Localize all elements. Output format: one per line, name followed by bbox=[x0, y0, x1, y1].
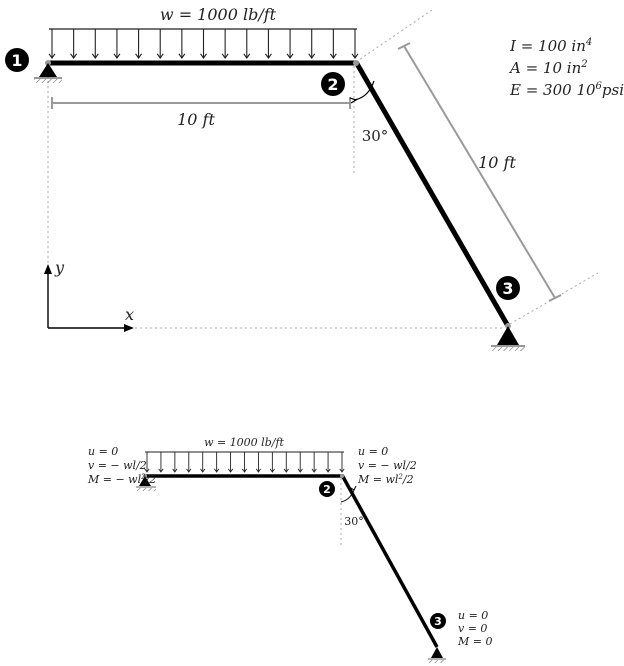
load-arrow-head bbox=[144, 468, 150, 473]
bottom-angle-label: 30° bbox=[344, 515, 364, 528]
prop-modulus: E = 300 106psi bbox=[509, 81, 624, 99]
angle-arrowhead-b bbox=[367, 80, 375, 87]
guide-perp-node2 bbox=[355, 9, 433, 63]
load-arrow-head bbox=[48, 53, 56, 59]
load-arrow-head bbox=[186, 468, 192, 473]
bottom-joint-2 bbox=[340, 474, 344, 478]
support-node-1 bbox=[34, 63, 62, 83]
load-arrow-head bbox=[200, 468, 206, 473]
node-marker-1: 1 bbox=[5, 48, 29, 72]
bc-left: u = 0 v = − wl/2 M = − wl2/2 bbox=[87, 445, 156, 486]
dimension-inclined bbox=[397, 42, 562, 302]
svg-text:u = 0: u = 0 bbox=[88, 445, 118, 458]
load-arrow-head bbox=[70, 53, 78, 59]
svg-text:M = − wl2/2: M = − wl2/2 bbox=[87, 473, 156, 486]
angle-arrowhead-a bbox=[349, 97, 358, 104]
top-figure: w = 1000 lb/ft 1 2 3 bbox=[5, 5, 624, 351]
svg-text:u = 0: u = 0 bbox=[458, 609, 488, 622]
svg-text:M = wl2/2: M = wl2/2 bbox=[357, 473, 414, 486]
load-arrow-head bbox=[297, 468, 303, 473]
joint-2 bbox=[353, 60, 359, 66]
load-arrows bbox=[48, 29, 359, 59]
load-arrow-head bbox=[172, 468, 178, 473]
bottom-angle-arrowhead bbox=[350, 485, 357, 491]
support-node-3 bbox=[491, 326, 525, 351]
load-label: w = 1000 lb/ft bbox=[160, 5, 277, 24]
svg-text:M = 0: M = 0 bbox=[457, 635, 492, 648]
node-marker-3: 3 bbox=[496, 276, 520, 300]
prop-inertia: I = 100 in4 bbox=[509, 37, 592, 55]
svg-text:u = 0: u = 0 bbox=[358, 445, 388, 458]
svg-text:3: 3 bbox=[502, 279, 513, 298]
bc-node2: u = 0 v = − wl/2 M = wl2/2 bbox=[357, 445, 417, 486]
section-properties: I = 100 in4 A = 10 in2 E = 300 106psi bbox=[508, 37, 624, 99]
load-arrow-head bbox=[286, 53, 294, 59]
load-arrow-head bbox=[241, 468, 248, 473]
load-arrow-head bbox=[269, 468, 275, 473]
svg-text:v = − wl/2: v = − wl/2 bbox=[88, 459, 147, 472]
load-arrow-head bbox=[156, 53, 164, 59]
dimension-horizontal-label: 10 ft bbox=[177, 110, 215, 129]
bottom-load-label: w = 1000 lb/ft bbox=[204, 436, 284, 449]
bottom-load-arrows bbox=[144, 452, 345, 473]
axis-x-label: x bbox=[125, 305, 134, 324]
prop-area: A = 10 in2 bbox=[508, 59, 588, 77]
svg-text:3: 3 bbox=[434, 615, 442, 628]
bottom-node-marker-3: 3 bbox=[430, 613, 446, 629]
load-arrow-head bbox=[325, 468, 331, 473]
dimension-inclined-label: 10 ft bbox=[478, 153, 516, 172]
svg-text:1: 1 bbox=[11, 51, 22, 70]
load-arrow-head bbox=[308, 53, 316, 59]
load-arrow-head bbox=[329, 53, 337, 59]
load-arrow-head bbox=[113, 53, 121, 59]
load-arrow-head bbox=[221, 53, 229, 59]
bottom-angle-arc bbox=[340, 489, 355, 503]
svg-text:2: 2 bbox=[327, 75, 338, 94]
bottom-member-inclined bbox=[340, 474, 439, 648]
dimension-horizontal bbox=[51, 97, 351, 109]
load-arrow-head bbox=[283, 468, 289, 473]
load-arrow-head bbox=[255, 468, 261, 473]
load-arrow-head bbox=[178, 53, 186, 59]
svg-text:v = − wl/2: v = − wl/2 bbox=[358, 459, 417, 472]
bottom-support-node3 bbox=[428, 647, 446, 663]
member-inclined bbox=[353, 60, 511, 328]
bottom-support-left bbox=[136, 476, 156, 491]
load-arrow-head bbox=[351, 53, 359, 59]
svg-text:v = 0: v = 0 bbox=[458, 622, 487, 635]
axes bbox=[44, 264, 134, 332]
node-marker-2: 2 bbox=[321, 72, 345, 96]
load-arrow-head bbox=[311, 468, 317, 473]
load-arrow-head bbox=[91, 53, 99, 59]
bc-node3: u = 0 v = 0 M = 0 bbox=[457, 609, 492, 648]
load-arrow-head bbox=[158, 468, 164, 473]
svg-text:2: 2 bbox=[323, 483, 331, 496]
load-arrow-head bbox=[339, 468, 345, 473]
load-arrow-head bbox=[214, 468, 220, 473]
load-arrow-head bbox=[135, 53, 143, 59]
bottom-figure: w = 1000 lb/ft 2 3 30° bbox=[87, 436, 492, 663]
load-arrow-head bbox=[200, 53, 207, 59]
angle-label: 30° bbox=[362, 127, 389, 145]
load-arrow-head bbox=[264, 53, 272, 59]
bottom-node-marker-2: 2 bbox=[319, 481, 335, 497]
load-arrow-head bbox=[243, 53, 251, 59]
axis-y-label: y bbox=[54, 258, 65, 277]
load-arrow-head bbox=[228, 468, 234, 473]
